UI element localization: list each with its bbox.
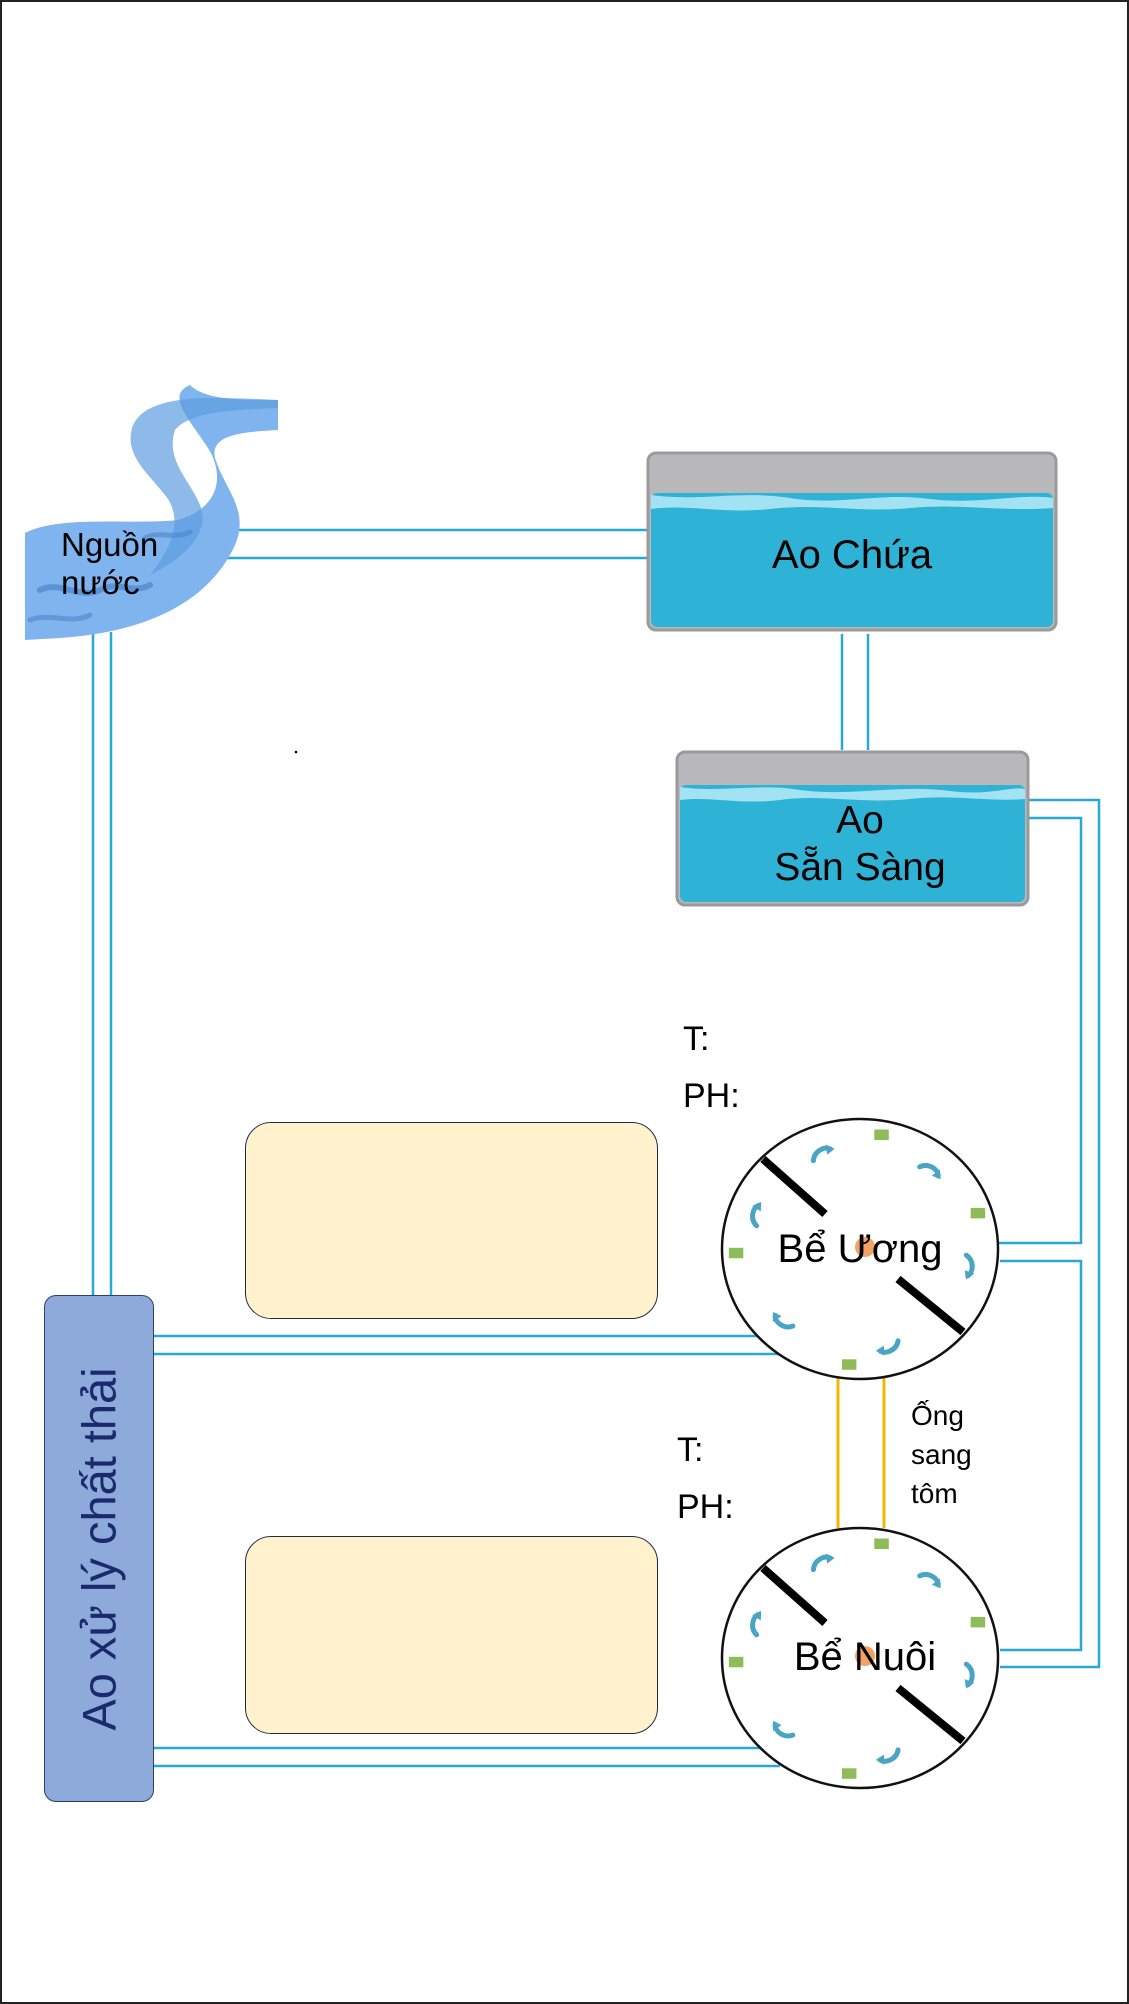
flow-arrow-icon [772,1311,796,1330]
grow-ph-label: PH: [677,1488,734,1526]
grow-temp-label: T: [677,1431,704,1469]
stray-dot [294,750,298,754]
transfer-pipe [836,1370,886,1528]
ready-pond-label: Ao Sẵn Sàng [774,799,946,889]
flow-arrow-icon [963,1252,975,1280]
flow-arrow-icon [875,1338,901,1356]
flow-arrow-icon [963,1661,975,1689]
water-source-label: Nguồn nước [61,526,159,601]
ready-pond-shape [675,750,1030,907]
flow-arrow-icon [772,1720,796,1739]
reservoir-label: Ao Chứa [771,533,933,577]
waste-pond-label: Ao xử lý chất thải [72,1366,126,1731]
center-dot [855,1646,875,1666]
paddle [760,1156,828,1217]
paddle [760,1565,828,1626]
flow-arrow-icon [810,1144,835,1164]
flow-arrow-icon [810,1553,835,1573]
feeder-icon [840,1357,858,1372]
feeder-icon [872,1537,891,1551]
paddle [895,1684,966,1745]
nursery-tank-label: Bể Ương [777,1227,943,1271]
flow-arrow-icon [875,1747,901,1765]
feeder-icon [727,1246,745,1260]
center-dot [855,1237,875,1257]
feeder-icon [969,1206,987,1220]
pipe-side-loop [1000,1259,1083,1652]
grow-tank-shape [720,1526,1000,1790]
feeder-icon [840,1766,858,1781]
nursery-tank-shape [720,1117,1000,1381]
pipe-ready-nursery [998,816,1083,1245]
reservoir-pond-shape [646,451,1058,632]
flow-arrow-icon [917,1163,941,1180]
pipes [91,528,1101,1768]
feeder-icon [872,1128,891,1142]
flow-arrow-icon [750,1610,762,1638]
nursery-ph-label: PH: [683,1077,740,1115]
grow-note-box [245,1536,658,1734]
flow-arrow-icon [750,1201,762,1229]
water-source-icon [25,385,278,640]
nursery-note-box [245,1122,658,1319]
transfer-pipe-label: Ống sang tôm [911,1400,972,1510]
pipe-ready-grow [1000,798,1101,1669]
waste-pond: Ao xử lý chất thải [44,1295,154,1802]
feeder-icon [969,1615,987,1629]
feeder-icon [727,1655,745,1669]
grow-tank-label: Bể Nuôi [793,1635,937,1679]
paddle [895,1275,966,1336]
flow-arrow-icon [917,1572,941,1589]
nursery-temp-label: T: [683,1020,710,1058]
